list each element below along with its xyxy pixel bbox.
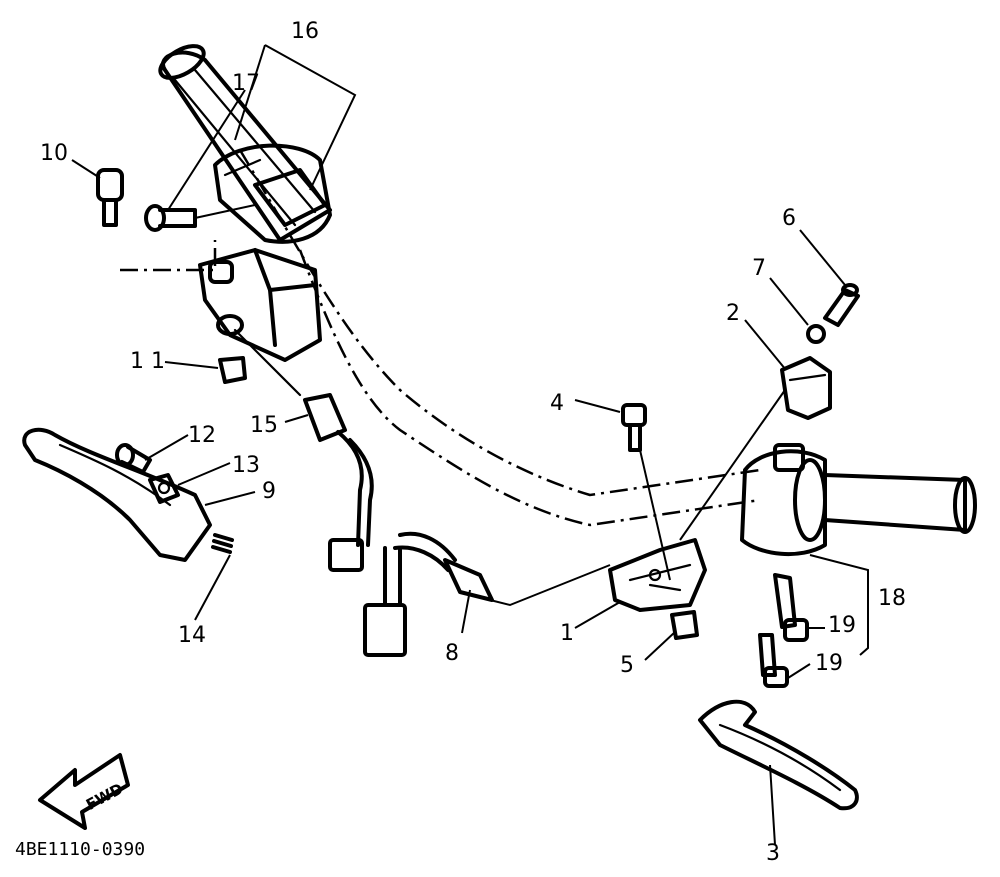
washer-7 xyxy=(806,324,826,344)
screw-6 xyxy=(823,283,860,327)
callout-16: 16 xyxy=(291,19,319,44)
left-master-cylinder xyxy=(198,248,322,397)
handlebar-outline xyxy=(120,149,761,527)
washer-13 xyxy=(148,473,180,504)
callout-17: 17 xyxy=(232,71,260,96)
callout-4: 4 xyxy=(550,391,564,416)
switch-8 xyxy=(363,531,611,657)
callout-11: 1 1 xyxy=(130,349,165,374)
callout-19-upper: 19 xyxy=(828,613,856,638)
holder-2 xyxy=(679,356,832,541)
screw-19-lower xyxy=(758,633,789,688)
right-lever xyxy=(698,699,859,811)
leader-lines xyxy=(71,44,869,846)
screw-17 xyxy=(144,204,256,232)
right-bracket xyxy=(608,538,707,612)
callout-10: 10 xyxy=(40,141,68,166)
screw-10 xyxy=(96,168,124,227)
callout-1: 1 xyxy=(560,621,574,646)
screw-19-upper xyxy=(773,573,809,642)
nut-11 xyxy=(218,356,247,384)
nut-5 xyxy=(670,610,699,640)
callout-3: 3 xyxy=(766,841,780,866)
spring-14 xyxy=(211,533,234,554)
callout-numbers: 16 17 10 1 1 12 13 9 14 15 8 1 4 5 2 7 6… xyxy=(40,19,906,866)
callout-19-lower: 19 xyxy=(815,651,843,676)
callout-9: 9 xyxy=(262,479,276,504)
callout-14: 14 xyxy=(178,623,206,648)
callout-2: 2 xyxy=(726,301,740,326)
switch-15 xyxy=(303,393,374,572)
callout-13: 13 xyxy=(232,453,260,478)
fwd-label: FWD xyxy=(83,780,126,814)
throttle-housing xyxy=(213,143,332,244)
right-switch-housing xyxy=(740,443,977,557)
callout-15: 15 xyxy=(250,413,278,438)
fwd-arrow-icon: FWD xyxy=(38,753,130,830)
drawing-code: 4BE1110-0390 xyxy=(15,839,145,860)
callout-6: 6 xyxy=(782,206,796,231)
callout-7: 7 xyxy=(752,256,766,281)
callout-8: 8 xyxy=(445,641,459,666)
callout-18: 18 xyxy=(878,586,906,611)
bolt-12 xyxy=(115,443,152,474)
bolt-4 xyxy=(621,403,671,581)
callout-12: 12 xyxy=(188,423,216,448)
callout-5: 5 xyxy=(620,653,634,678)
